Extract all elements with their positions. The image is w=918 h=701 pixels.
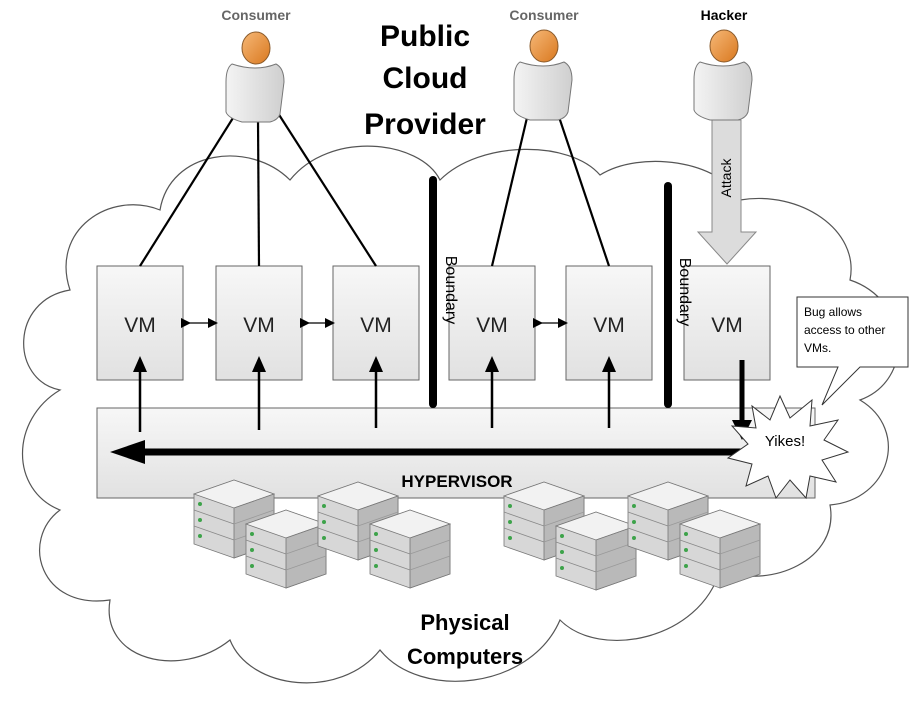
boundary-bar-2 [664, 182, 672, 408]
boundary-label-1: Boundary [442, 256, 459, 325]
consumer-1: Consumer [221, 7, 291, 123]
yikes-label: Yikes! [765, 433, 805, 450]
consumer-2: Consumer [509, 7, 579, 121]
vm-label: VM [476, 314, 508, 337]
hypervisor-flow-arrowhead [110, 440, 145, 464]
consumer-connections [139, 104, 611, 267]
vm-label: VM [124, 314, 156, 337]
hypervisor-to-vm-arrowheads [133, 356, 616, 372]
hypervisor-label: HYPERVISOR [401, 472, 512, 491]
consumer-1-label: Consumer [221, 7, 291, 23]
diagram-title: Public Cloud Provider [364, 20, 486, 141]
attack-label: Attack [718, 158, 734, 198]
hacker-label: Hacker [701, 7, 748, 23]
server-rack-icon [679, 509, 761, 589]
vm-6: VM [683, 265, 771, 381]
boundary-label-2: Boundary [676, 258, 693, 327]
callout-line-3: VMs. [804, 341, 831, 355]
server-rack-icon [245, 509, 327, 589]
yikes-starburst [726, 394, 850, 500]
physical-label-2: Computers [407, 644, 523, 669]
physical-label-1: Physical [420, 610, 509, 635]
person-icon [225, 31, 285, 123]
title-line-2: Cloud [383, 62, 468, 95]
callout-line-1: Bug allows [804, 305, 862, 319]
vm-label: VM [243, 314, 275, 337]
vm-label: VM [593, 314, 625, 337]
server-rack-icon [555, 511, 637, 591]
vm-label: VM [360, 314, 392, 337]
callout-line-2: access to other [804, 323, 885, 337]
attack-arrow [696, 119, 758, 265]
title-line-3: Provider [364, 108, 486, 141]
consumer-2-label: Consumer [509, 7, 579, 23]
hacker: Hacker [693, 7, 753, 121]
boundary-bar-1 [429, 176, 437, 408]
title-line-1: Public [380, 20, 470, 53]
bug-callout [796, 296, 909, 406]
server-rack-icon [369, 509, 451, 589]
hypervisor-to-vm-arrows [138, 363, 611, 432]
person-icon [513, 29, 573, 121]
vm-label: VM [711, 314, 743, 337]
person-icon [693, 29, 753, 121]
